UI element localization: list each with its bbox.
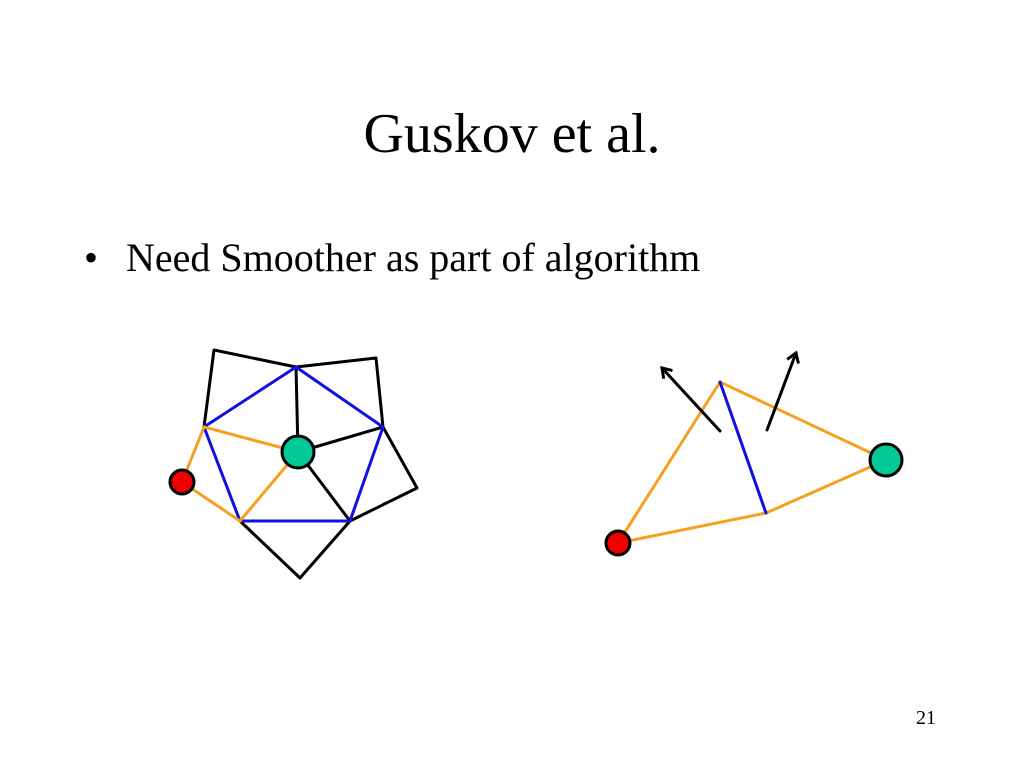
mesh-edge xyxy=(348,425,419,523)
ring-edge xyxy=(202,425,242,523)
mesh-stencil-figure xyxy=(168,348,419,580)
mesh-ring-edges xyxy=(202,365,385,523)
ring-edge xyxy=(718,380,768,515)
flap-edge xyxy=(764,458,888,515)
red-vertex-icon xyxy=(604,529,632,557)
ring-edge xyxy=(348,425,385,523)
bullet-marker: • xyxy=(84,235,99,280)
red-vertex-icon xyxy=(168,468,196,496)
mesh-flap-edges xyxy=(180,425,300,523)
bullet-item: • Need Smoother as part of algorithm xyxy=(84,230,700,286)
slide-number: 21 xyxy=(916,707,936,729)
bullet-list: • Need Smoother as part of algorithm xyxy=(84,230,700,286)
mesh-edge xyxy=(202,348,298,429)
flap-edge xyxy=(616,380,722,545)
flap-edge xyxy=(718,380,888,462)
slide-title: Guskov et al. xyxy=(363,103,661,165)
normal-arrow-icon xyxy=(662,368,722,433)
normal-arrow-icon xyxy=(765,353,796,432)
mesh-edge xyxy=(294,356,385,429)
mesh-edge xyxy=(238,519,352,580)
flip-flap-edges xyxy=(616,380,888,545)
flap-edge xyxy=(616,511,768,545)
green-vertex-icon xyxy=(868,442,904,478)
edge-flip-figure xyxy=(604,353,904,557)
ring-edge xyxy=(202,365,298,429)
green-vertex-icon xyxy=(280,434,316,470)
bullet-text: Need Smoother as part of algorithm xyxy=(126,235,701,280)
ring-edge xyxy=(294,365,385,429)
